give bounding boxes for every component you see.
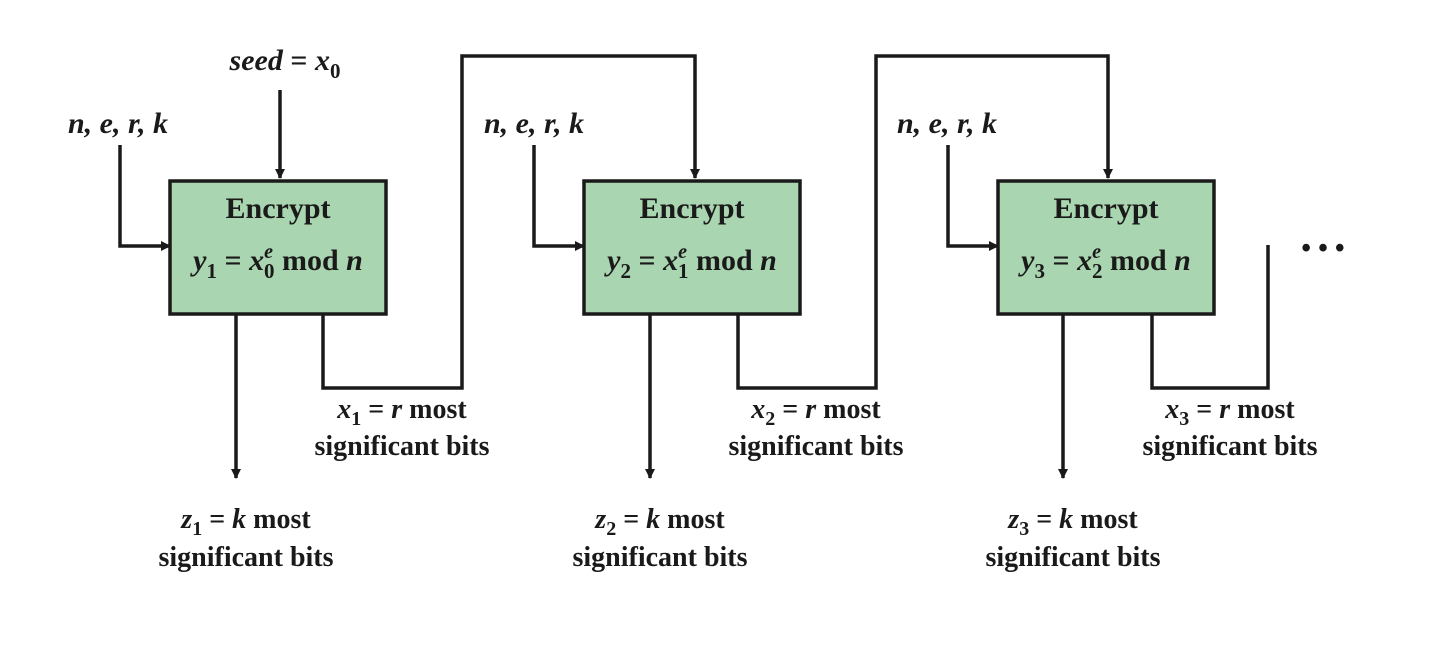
x-output-label-1-line2: significant bits (314, 431, 489, 462)
params-arrow-1 (118, 145, 171, 251)
z-output-label-3-line2: significant bits (985, 542, 1160, 573)
feedback-line-3 (1150, 245, 1270, 390)
x-output-label-1: x1 = r most (336, 394, 467, 430)
connectors (118, 54, 1270, 479)
z-output-label-1: z1 = k most (180, 504, 311, 540)
z-output-label-3: z3 = k most (1007, 504, 1138, 540)
feedback-arrow-2-3 (736, 54, 1113, 390)
x-output-label-2-line2: significant bits (728, 431, 903, 462)
z-output-label-1-line2: significant bits (158, 542, 333, 573)
encrypt-box-3 (996, 179, 1216, 316)
encrypt-title-2: Encrypt (640, 192, 745, 225)
encrypt-title-3: Encrypt (1054, 192, 1159, 225)
z-output-label-2-line2: significant bits (572, 542, 747, 573)
continuation-ellipsis: • • • (1301, 233, 1344, 264)
x-output-label-3: x3 = r most (1164, 394, 1295, 430)
params-label-2: n, e, r, k (484, 107, 584, 140)
seed-label: seed = x0 (229, 44, 341, 83)
params-label-1: n, e, r, k (68, 107, 168, 140)
x-output-label-2: x2 = r most (750, 394, 881, 430)
feedback-arrow-1-2 (321, 54, 700, 390)
params-arrow-2 (532, 145, 585, 251)
encrypt-box-1 (168, 179, 388, 316)
encrypt-title-1: Encrypt (226, 192, 331, 225)
params-label-3: n, e, r, k (897, 107, 997, 140)
params-arrow-3 (946, 145, 999, 251)
z-output-label-2: z2 = k most (594, 504, 725, 540)
encrypt-box-2 (582, 179, 802, 316)
x-output-label-3-line2: significant bits (1142, 431, 1317, 462)
